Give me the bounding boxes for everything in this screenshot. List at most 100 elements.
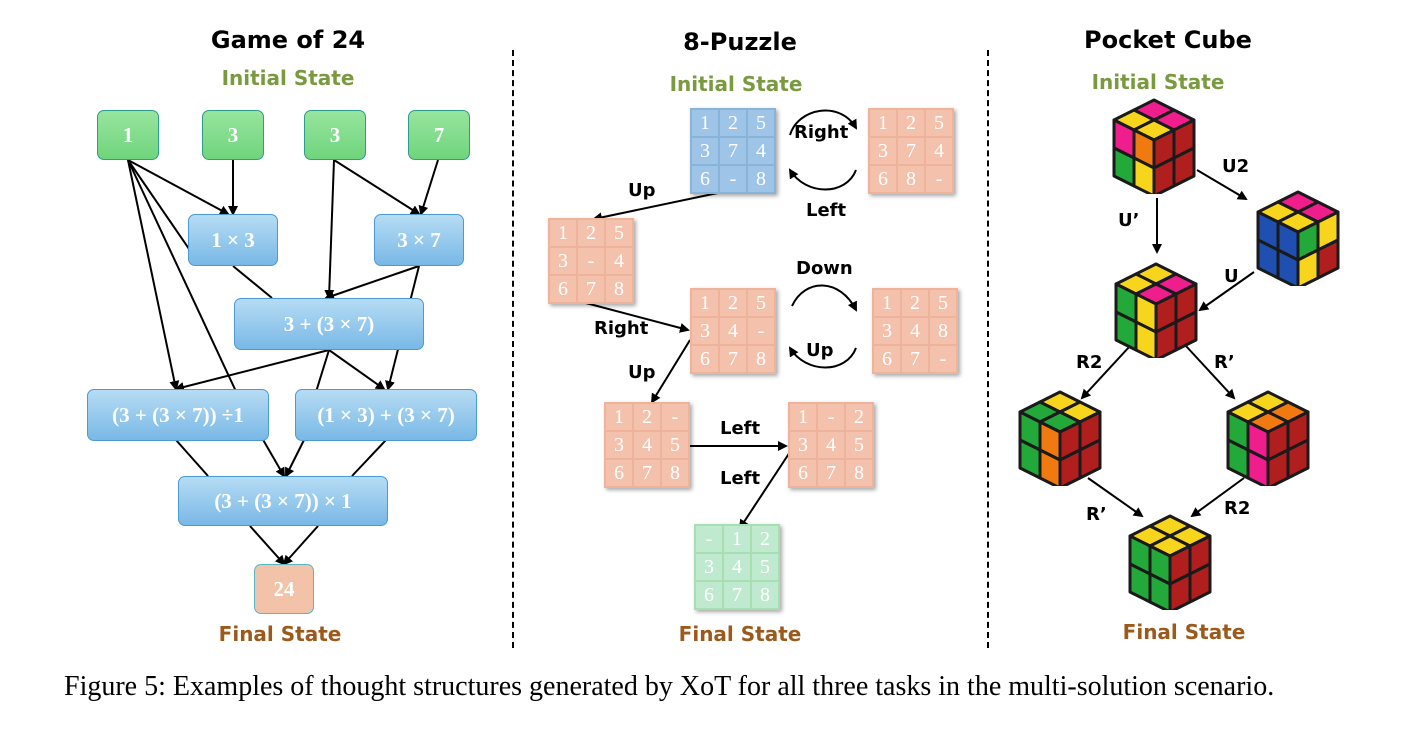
puzzle-tile: 1	[724, 526, 750, 552]
cube-sticker	[1148, 572, 1172, 610]
puzzle-tile: 6	[606, 460, 632, 486]
number-node: 3	[304, 110, 366, 160]
puzzle-tile: -	[662, 404, 688, 430]
puzzle-tile: 5	[606, 220, 632, 246]
puzzle-tile: 2	[846, 404, 872, 430]
expression-node: (1 × 3) + (3 × 7)	[295, 389, 477, 441]
cube-sticker	[1266, 448, 1290, 486]
cube-state	[1018, 390, 1102, 486]
edge	[127, 159, 230, 215]
move-label: Down	[796, 258, 853, 279]
puzzle-tile: 5	[846, 432, 872, 458]
cube-sticker	[1154, 320, 1178, 358]
puzzle-tile: 6	[550, 276, 576, 302]
puzzle-tile: 6	[696, 582, 722, 608]
puzzle-tile: 2	[634, 404, 660, 430]
cube-state	[1112, 98, 1196, 194]
cube-sticker	[1134, 320, 1158, 358]
figure-caption: Figure 5: Examples of thought structures…	[64, 671, 1275, 702]
puzzle-tile: 4	[724, 554, 750, 580]
puzzle-tile: 7	[634, 460, 660, 486]
puzzle-tile: 1	[550, 220, 576, 246]
edge	[315, 349, 330, 393]
puzzle-tile: 2	[898, 110, 924, 136]
puzzle-tile: 8	[752, 582, 778, 608]
cube-sticker	[1276, 248, 1300, 286]
expression-node: (3 + (3 × 7)) ÷1	[87, 389, 269, 441]
puzzle-tile: 8	[748, 166, 774, 192]
puzzle-tile: -	[748, 318, 774, 344]
expression-node: 3 + (3 × 7)	[234, 298, 424, 350]
edge	[285, 439, 305, 478]
edge	[738, 451, 791, 530]
move-label: U	[1224, 266, 1239, 287]
edge	[333, 159, 421, 216]
puzzle-tile: 3	[550, 248, 576, 274]
puzzle-tile: 8	[748, 346, 774, 372]
puzzle-tile: 2	[720, 110, 746, 136]
cube-state	[1226, 390, 1310, 486]
puzzle-tile: 3	[606, 432, 632, 458]
puzzle-tile: 8	[898, 166, 924, 192]
puzzle-tile: 8	[606, 276, 632, 302]
divider-left	[512, 50, 514, 648]
puzzle-tile: 4	[926, 138, 952, 164]
divider-right	[987, 50, 989, 648]
puzzle-tile: 6	[870, 166, 896, 192]
puzzle-tile: 2	[578, 220, 604, 246]
puzzle-tile: 1	[606, 404, 632, 430]
puzzle-tile: 5	[752, 554, 778, 580]
puzzle-tile: 6	[692, 166, 718, 192]
puzzle8-title: 8-Puzzle	[683, 28, 797, 56]
puzzle-tile: -	[926, 166, 952, 192]
edge	[1087, 477, 1144, 518]
edge	[282, 525, 319, 566]
puzzle-tile: 1	[692, 110, 718, 136]
cube-sticker	[1168, 572, 1192, 610]
puzzle-tile: 5	[926, 110, 952, 136]
expression-node: 1 × 3	[188, 214, 278, 266]
cube-sticker	[1038, 448, 1062, 486]
cube-final-label: Final State	[1122, 620, 1246, 644]
edge	[1080, 345, 1131, 400]
cube-sticker	[1058, 448, 1082, 486]
puzzle-tile: 5	[662, 432, 688, 458]
game24-title: Game of 24	[210, 26, 366, 54]
expression-node: 3 × 7	[374, 214, 464, 266]
puzzle-tile: 4	[634, 432, 660, 458]
puzzle-tile: 1	[692, 290, 718, 316]
puzzle-tile: -	[930, 346, 956, 372]
move-label: Right	[794, 122, 849, 143]
puzzle-tile: 1	[874, 290, 900, 316]
puzzle-tile: -	[720, 166, 746, 192]
cube-initial-label: Initial State	[1091, 70, 1225, 94]
edge	[127, 159, 241, 401]
move-label: Left	[720, 468, 761, 489]
puzzle-tile: 3	[874, 318, 900, 344]
edge	[1190, 477, 1245, 518]
edge	[1185, 345, 1236, 400]
puzzle-tile: 7	[898, 138, 924, 164]
move-label: Up	[628, 362, 656, 383]
move-label: R’	[1214, 352, 1235, 373]
cube-state	[1114, 262, 1198, 358]
edge	[650, 339, 691, 404]
edge	[351, 439, 387, 477]
cube-sticker	[1296, 248, 1320, 286]
puzzle-tile: 3	[692, 138, 718, 164]
edge	[232, 265, 273, 299]
edge	[324, 159, 335, 300]
puzzle-tile: 4	[606, 248, 632, 274]
puzzle-tile: 2	[902, 290, 928, 316]
puzzle-tile: 4	[748, 138, 774, 164]
puzzle-tile: 6	[692, 346, 718, 372]
edge	[1198, 271, 1255, 312]
game24-final-label: Final State	[218, 622, 342, 646]
